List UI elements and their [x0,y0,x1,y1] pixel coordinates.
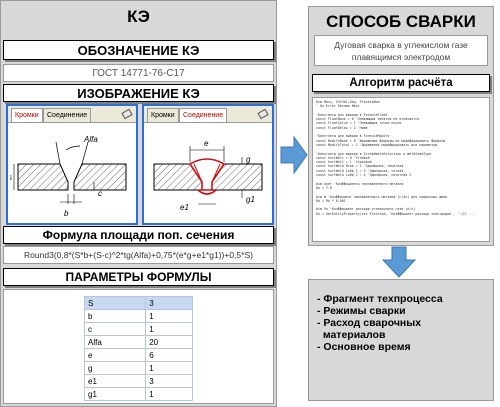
result-item: - Основное время [317,341,411,353]
param-value[interactable]: 1 [145,387,193,401]
result-item: - Режимы сварки [317,305,406,317]
dim-label-g1: g1 [246,195,255,204]
dim-label-b: b [64,209,69,218]
code-line: ' On Error Resume Next [316,104,360,109]
param-name: Alfa [83,335,147,349]
params-header: ПАРАМЕТРЫ ФОРМУЛЫ [3,268,274,286]
code-line: const hurtWeld Lo0b_2 = 4 'Одинарная, не… [316,173,412,178]
eraser-icon[interactable] [257,108,269,120]
param-value[interactable]: 1 [145,309,193,323]
code-line: Dim Mass, IntVal,Dep, ProcessNum [316,100,380,104]
param-name: b [83,309,147,323]
code-line: dim koef 'Коэффициенты наплавленного мет… [316,181,404,186]
code-line: const FloatNone = 0 'Плавающая запятая н… [316,117,420,122]
dim-label-s: s [10,173,12,182]
designation-header: ОБОЗНАЧЕНИЕ КЭ [3,40,274,60]
code-line: 'Константы для вывода в FormulaFloat [316,112,388,117]
eraser-icon[interactable] [121,108,133,120]
algorithm-header: Алгоритм расчёта [312,74,490,92]
code-line: const hurtWeld Lo0b_1 = 3 'Одинарная, че… [316,168,404,173]
code-line: const ModifyNone = 0 'Выражение формулы … [316,138,446,143]
dim-label-g: g [246,155,251,164]
param-value[interactable]: 3 [145,374,193,388]
result-item: материалов [317,329,386,341]
formula-text: Round3(0,8*(S*b+(S-c)^2*tg(Alfa)+0,75*(e… [3,246,274,264]
drawing-tabs: Кромки Соединение [144,106,272,123]
param-name: e [83,348,147,362]
code-line: Ro = Ro * 0.001 [316,198,346,203]
code-line: const FloatBelow = 2 'Ниже [316,125,368,130]
tab-joint[interactable]: Соединение [179,108,228,122]
result-item: - Фрагмент техпроцесса [317,293,443,305]
image-header: ИЗОБРАЖЕНИЕ КЭ [3,84,274,102]
dim-label-e1: e1 [180,203,189,212]
code-line: Ro = GetEntityProperty(set Electrod, 'Ко… [316,211,475,216]
param-name: c [83,322,147,336]
dim-label-e: e [204,139,209,148]
tab-joint[interactable]: Соединение [43,108,92,122]
param-name: e1 [83,374,147,388]
results-panel: - Фрагмент техпроцесса - Режимы сварки -… [308,279,494,401]
param-value[interactable]: 3 [145,296,193,310]
edge-preparation-drawing: Alfa s b c [10,135,127,218]
param-value[interactable]: 6 [145,348,193,362]
result-item: - Расход сварочных [317,317,422,329]
dim-label-alfa: Alfa [83,135,98,144]
code-line: dim W 'Коэффициент наплавленного металла… [316,194,448,199]
ke-title: КЭ [127,7,150,26]
code-line: Ko = 7.8 [316,185,332,190]
param-name: g1 [83,387,147,401]
code-line: const hurtWeld Brek = 2 'Одинарная, нече… [316,164,404,169]
param-name: S [83,296,147,310]
code-line: dim Vo 'Коэффициент расхода углекислого … [316,207,416,212]
code-line: const ModifyTotal = 1 'Выражение модифиц… [316,142,438,147]
arrow-right-icon [280,135,308,175]
code-line: const FloatSolve = 1 'Плавающая точка по… [316,121,402,126]
designation-value: ГОСТ 14771-76-С17 [3,64,274,82]
formula-header: Формула площади поп. сечения [3,226,274,244]
welding-method-description: Дуговая сварка в углекислом газе плавящи… [314,35,488,66]
param-value[interactable]: 20 [145,335,193,349]
drawing-tabs: Кромки Соединение [8,106,136,123]
param-name: g [83,361,147,375]
tab-edges[interactable]: Кромки [11,108,43,122]
param-value[interactable]: 1 [145,361,193,375]
code-line: const hurtWelt = 1 'Стыковой [316,160,372,165]
ke-drawing-window-2: Кромки Соединение e g e1 g1 [142,104,274,225]
code-line: 'Константы для вывода в FormulaModify [316,134,390,139]
welding-method-title: СПОСОБ СВАРКИ [326,12,476,31]
weld-joint-drawing: e g e1 g1 [153,139,263,212]
algorithm-code: Dim Mass, IntVal,Dep, ProcessNum ' On Er… [312,97,490,242]
dim-label-c: c [98,189,102,198]
param-value[interactable]: 1 [145,322,193,336]
ke-drawing-window-1: Кромки Соединение Alfa s b c [6,104,138,225]
code-line: const hurtWelt = 0 'Угловой [316,155,370,160]
arrow-down-icon [382,246,416,278]
code-line: 'Константы для вывода в StrokeWeldSelect… [316,151,432,156]
tab-edges[interactable]: Кромки [147,108,179,122]
